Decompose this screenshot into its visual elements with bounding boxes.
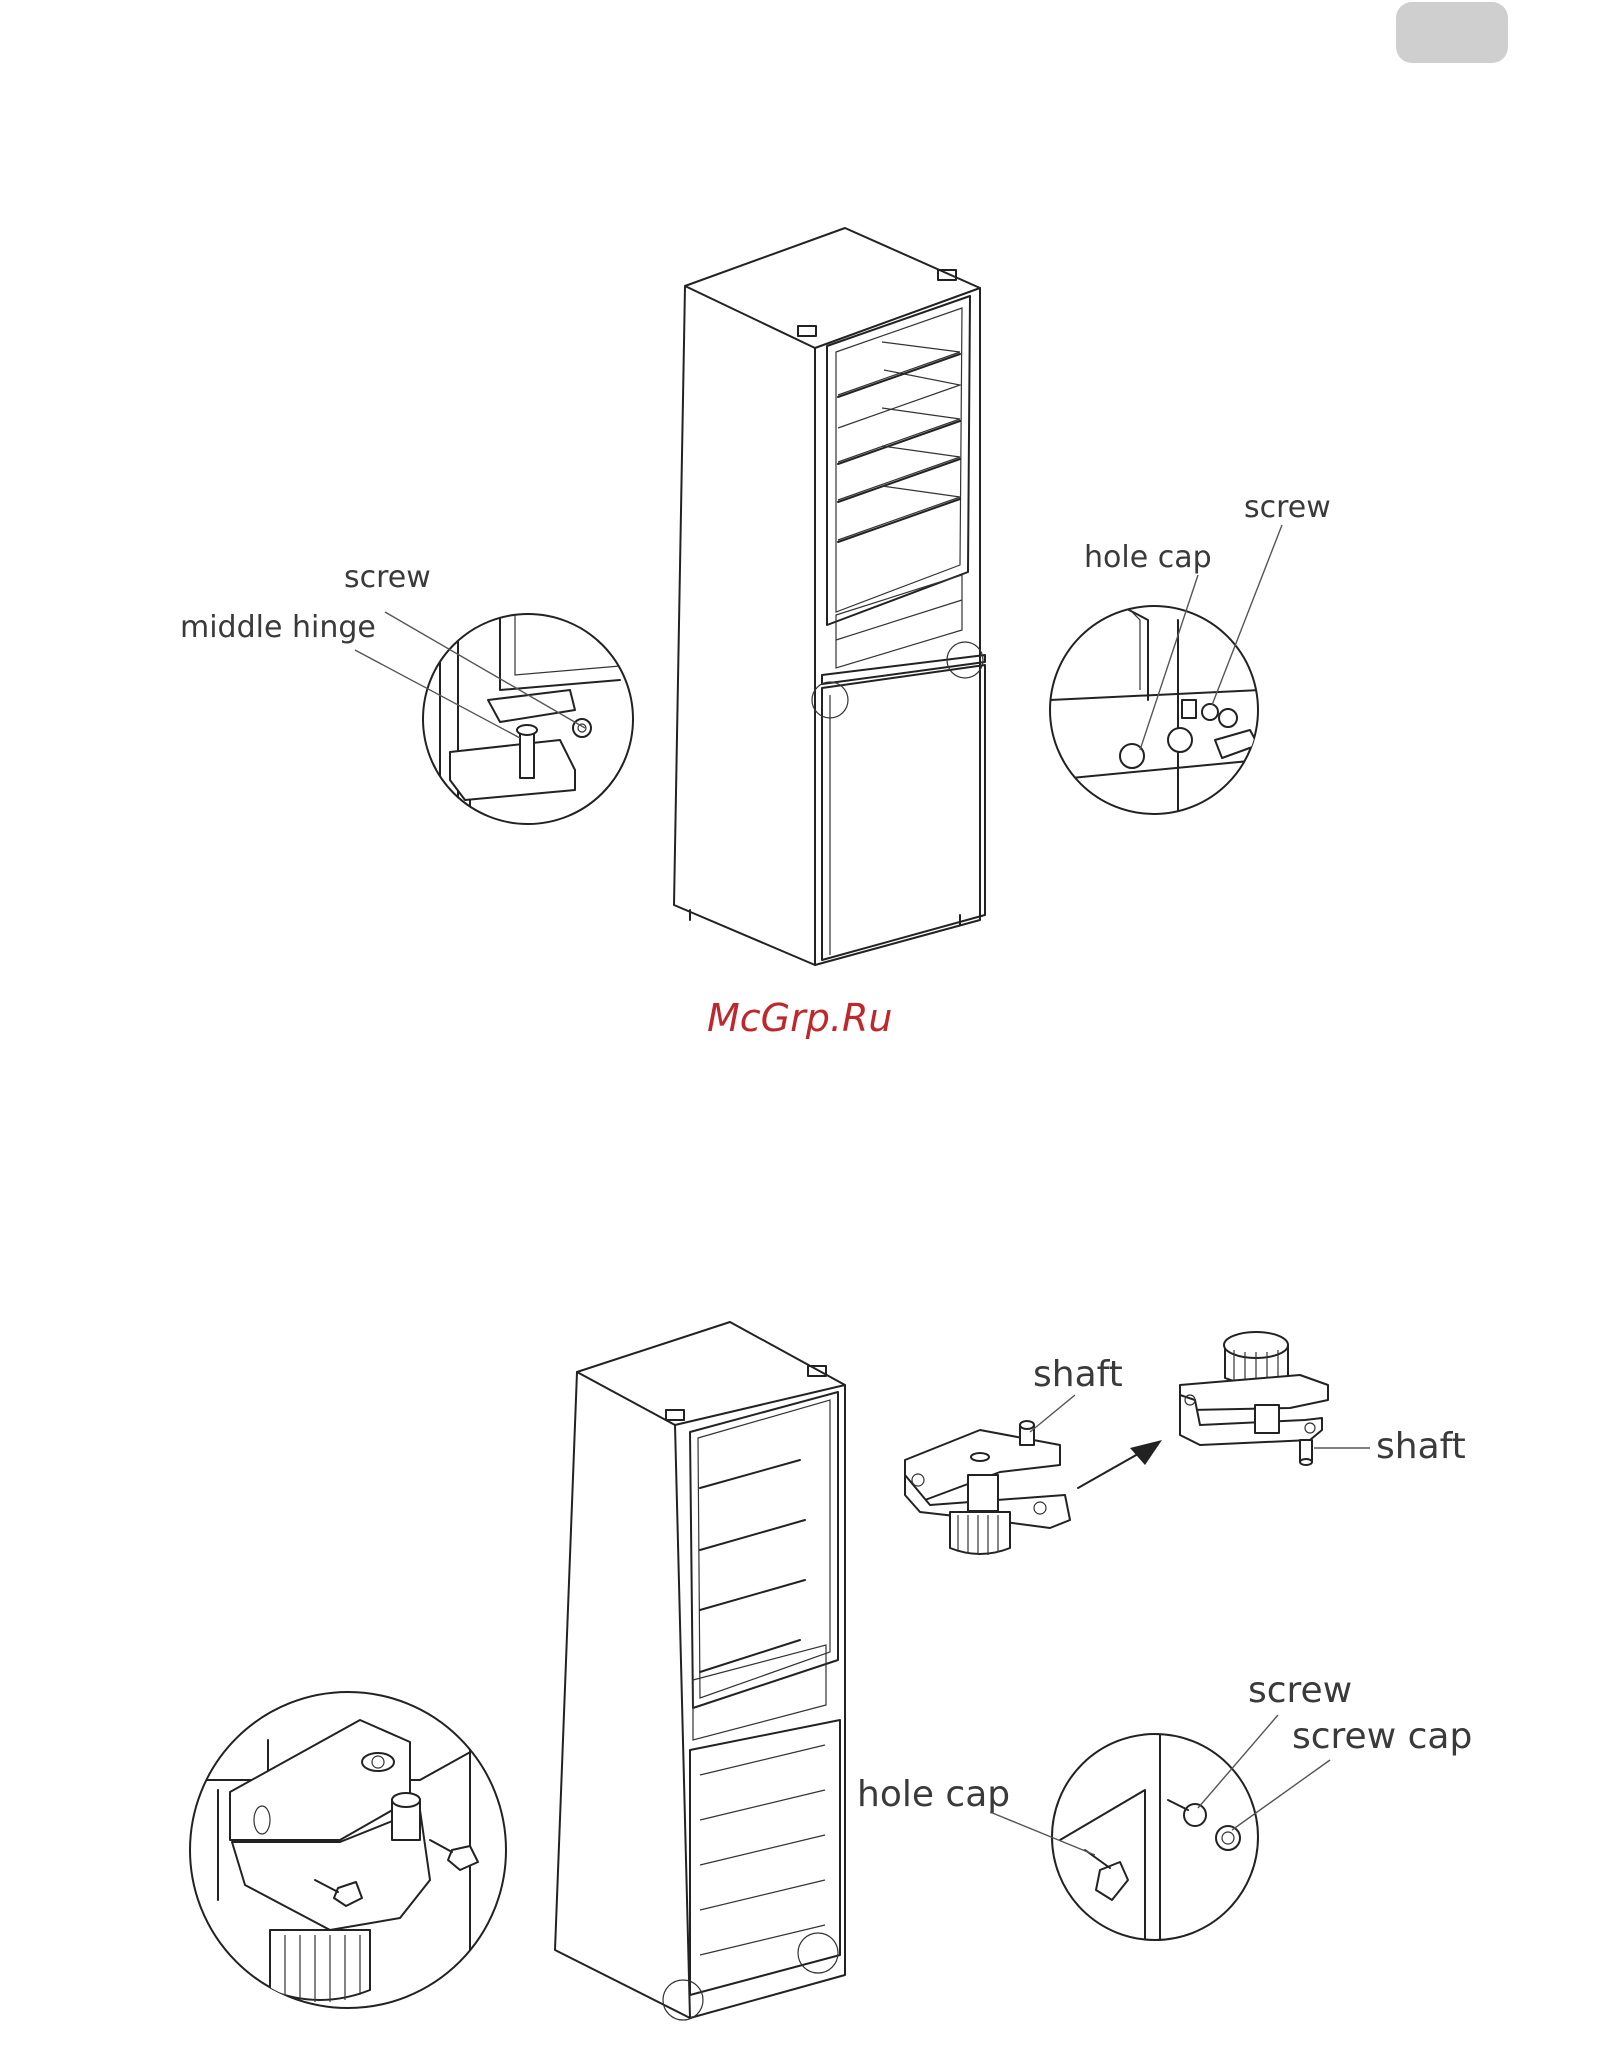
fridge-top-figure [674, 228, 985, 965]
leader-shaft-1 [1030, 1395, 1075, 1432]
label-screw-cap: screw cap [1292, 1716, 1472, 1757]
label-middle-hinge: middle hinge [180, 610, 376, 645]
label-hole-cap-top: hole cap [1084, 540, 1212, 575]
label-hole-cap-bottom: hole cap [857, 1774, 1010, 1815]
transform-arrow [1078, 1440, 1162, 1488]
label-screw-right: screw [1244, 490, 1331, 525]
watermark: McGrp.Ru [707, 996, 892, 1040]
label-shaft-1: shaft [1033, 1354, 1123, 1395]
hinge-part-left [905, 1421, 1070, 1555]
label-screw-bottom: screw [1248, 1670, 1352, 1711]
detail-hole-cap-screw-top [1050, 600, 1260, 830]
detail-middle-hinge [423, 612, 633, 840]
detail-bottom-hinge [190, 1692, 510, 2008]
label-screw-left: screw [344, 560, 431, 595]
label-shaft-2: shaft [1376, 1426, 1466, 1467]
detail-screw-cap [1052, 1730, 1258, 1950]
fridge-bottom-figure [555, 1322, 845, 2020]
hinge-part-right [1180, 1332, 1328, 1465]
